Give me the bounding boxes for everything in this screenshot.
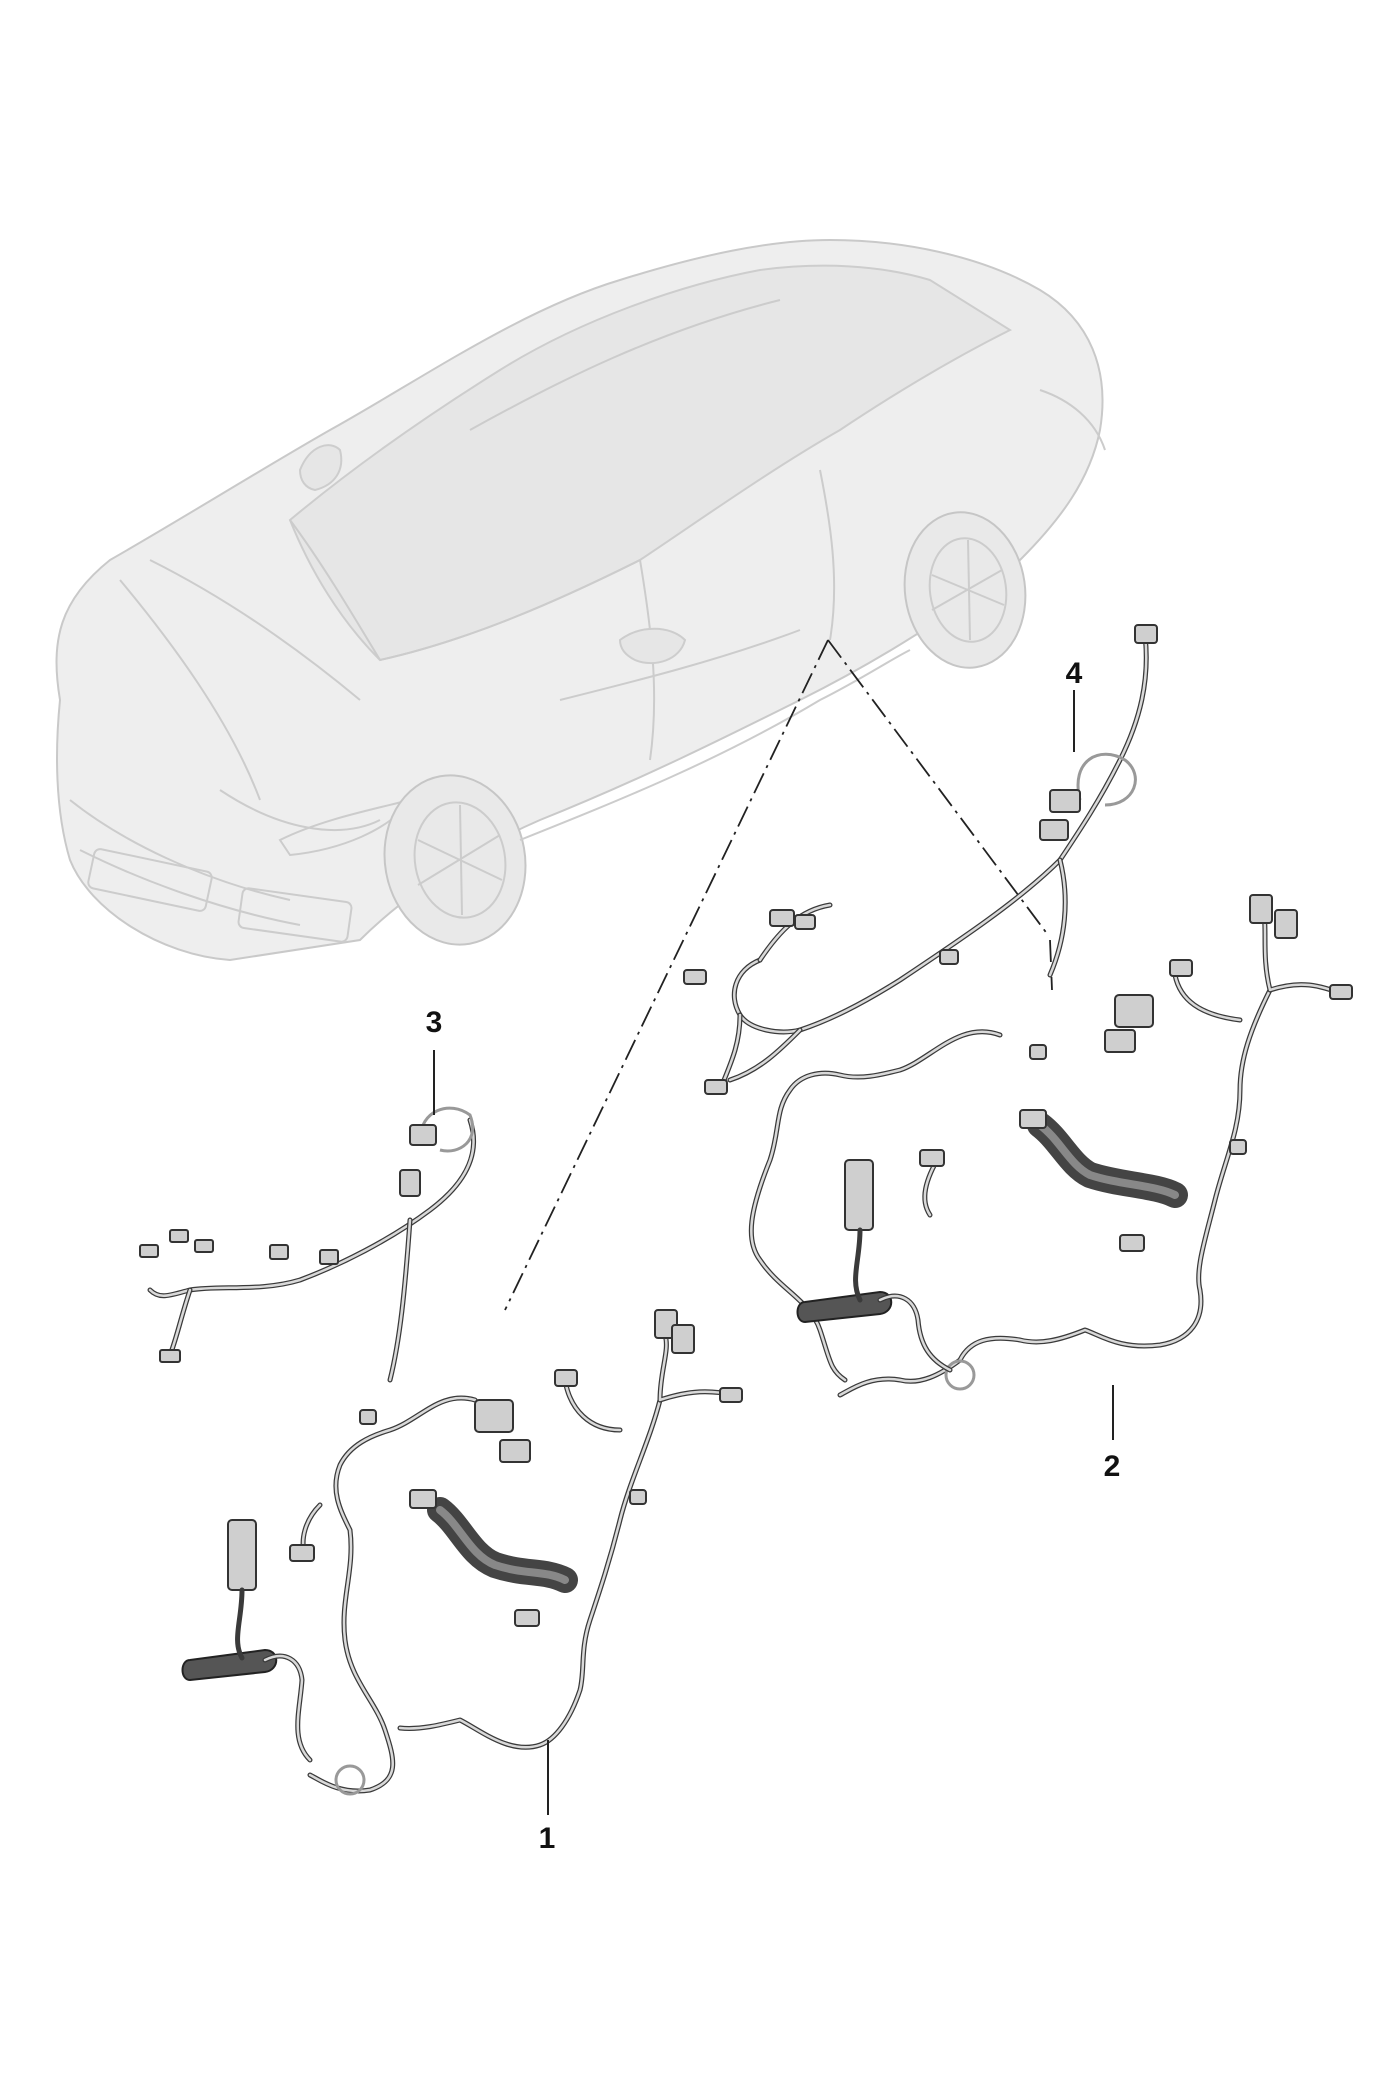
callout-group: 1 2 3 4 [426, 657, 1121, 1855]
car-illustration [55, 238, 1106, 962]
harness-part-1 [181, 1309, 743, 1796]
harness-part-3 [139, 1106, 477, 1383]
harness-part-4 [683, 624, 1158, 1095]
callout-3: 3 [426, 1006, 443, 1039]
callout-1: 1 [539, 1822, 556, 1855]
callout-2: 2 [1104, 1450, 1121, 1483]
harness-part-2 [748, 894, 1353, 1398]
reference-lines [504, 639, 1053, 1311]
callout-4: 4 [1066, 657, 1083, 690]
